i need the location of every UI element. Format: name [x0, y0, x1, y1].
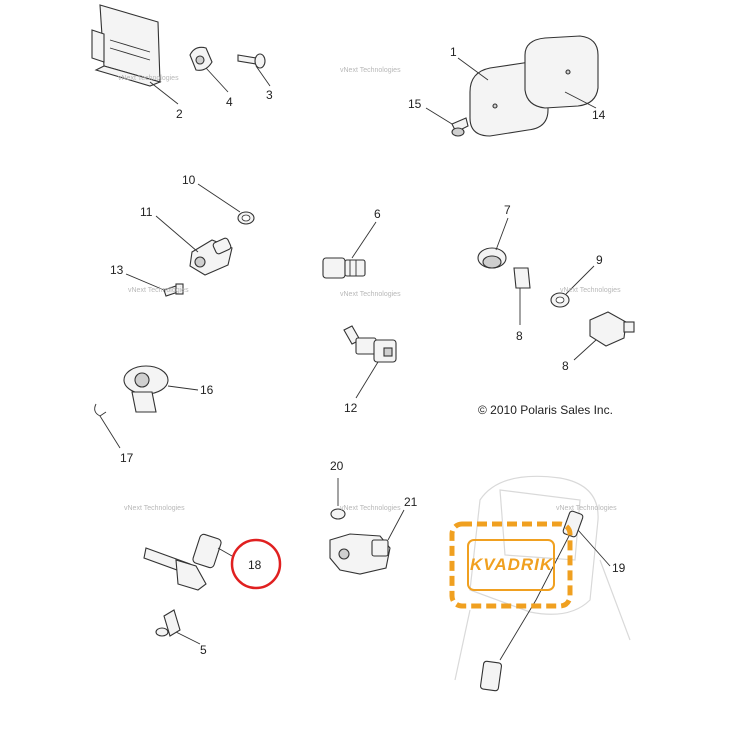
svg-text:KVADRIK: KVADRIK: [470, 555, 554, 574]
callout-1: 1: [450, 45, 457, 59]
watermark-1: vNext Technologies: [118, 75, 179, 82]
part-13-small-screw[interactable]: [163, 283, 184, 297]
watermark-8: vNext Technologies: [556, 505, 617, 512]
watermark-6: vNext Technologies: [124, 505, 185, 512]
part-6-sensor-plug[interactable]: [322, 257, 366, 279]
part-20-bolt[interactable]: [330, 478, 346, 520]
callout-3: 3: [266, 88, 273, 102]
part-8-switch[interactable]: [589, 311, 635, 347]
watermark-2: vNext Technologies: [340, 67, 401, 74]
highlight-circle-18: [230, 538, 282, 590]
part-11-sensor[interactable]: [189, 237, 233, 276]
callout-11: 11: [140, 205, 153, 219]
callout-10: 10: [182, 173, 196, 187]
part-7-cap[interactable]: [477, 247, 507, 269]
part-5-fitting[interactable]: [155, 609, 181, 637]
callout-18: 18: [248, 558, 262, 572]
callout-20: 20: [330, 459, 344, 473]
part-17-clip[interactable]: [94, 403, 107, 417]
callout-8-upper: 8: [516, 329, 523, 343]
part-9-nut[interactable]: [550, 292, 570, 308]
callout-7: 7: [504, 203, 511, 217]
watermark-3: vNext Technologies: [128, 287, 189, 294]
copyright-text: © 2010 Polaris Sales Inc.: [478, 403, 613, 417]
kvadrik-logo: KVADRIK: [449, 521, 573, 609]
callout-5: 5: [200, 643, 207, 657]
part-8-bracket[interactable]: [513, 267, 531, 289]
part-2-ecu-module[interactable]: [91, 4, 162, 87]
part-16-knock-sensor[interactable]: [123, 365, 169, 413]
part-15-screw[interactable]: [451, 117, 469, 137]
callout-9: 9: [596, 253, 603, 267]
part-12-temp-sender[interactable]: [343, 325, 397, 363]
watermark-7: vNext Technologies: [340, 505, 401, 512]
part-4-clip[interactable]: [189, 46, 213, 71]
callout-16: 16: [200, 383, 214, 397]
callout-12: 12: [344, 401, 358, 415]
callout-15: 15: [408, 97, 422, 111]
callout-21: 21: [404, 495, 418, 509]
part-10-o-ring[interactable]: [237, 211, 255, 225]
part-18-sensor-tee[interactable]: [143, 533, 222, 591]
part-14-gasket[interactable]: [524, 35, 599, 109]
callout-6: 6: [374, 207, 381, 221]
callout-13: 13: [110, 263, 124, 277]
watermark-5: vNext Technologies: [560, 287, 621, 294]
callout-14: 14: [592, 108, 606, 122]
watermark-4: vNext Technologies: [340, 291, 401, 298]
callout-4: 4: [226, 95, 233, 109]
part-3-bolt[interactable]: [237, 53, 266, 69]
callout-2: 2: [176, 107, 183, 121]
callout-19: 19: [612, 561, 626, 575]
callout-8-lower: 8: [562, 359, 569, 373]
callout-17: 17: [120, 451, 134, 465]
part-21-map-sensor[interactable]: [329, 533, 391, 575]
background-assembly-outline: [454, 475, 631, 681]
